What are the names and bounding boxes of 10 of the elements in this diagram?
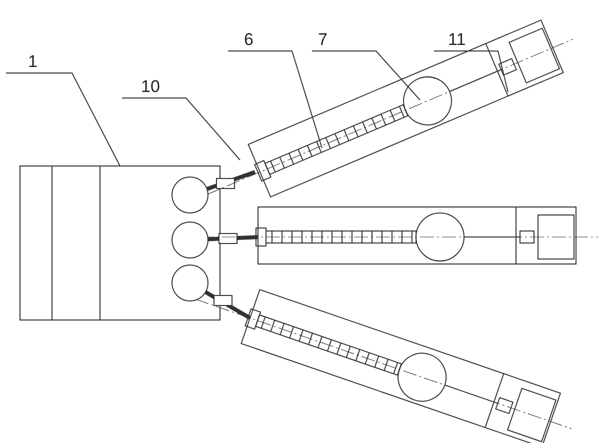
leader-line [312,50,420,100]
leader-line [228,50,322,148]
leader-line [434,50,508,92]
callout-number: 7 [318,30,328,50]
callout-number: 10 [141,77,160,97]
callout-number: 1 [28,52,38,72]
leader-line [6,72,120,166]
leader-line [122,98,240,160]
callout-number: 6 [244,30,254,50]
callout-number: 11 [448,30,466,50]
